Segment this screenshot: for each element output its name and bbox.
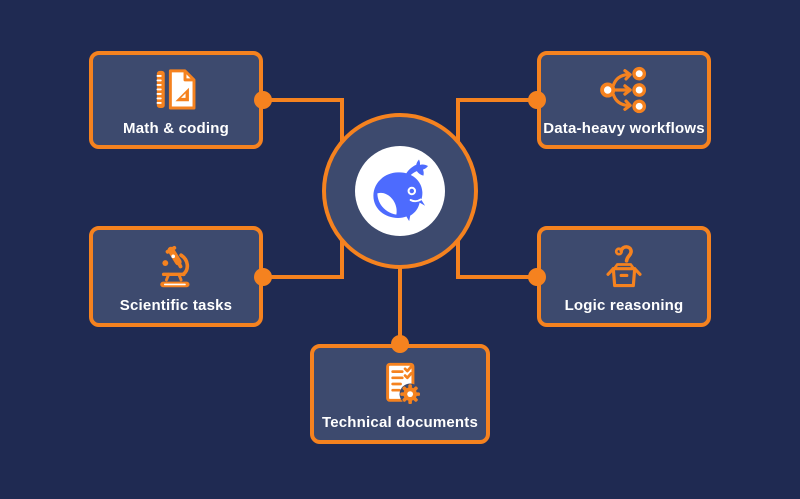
node-label: Scientific tasks: [119, 296, 233, 314]
mystery-box-question-icon: [597, 240, 651, 294]
connector-top-left: [263, 98, 344, 160]
ruler-and-document-icon: [149, 63, 203, 117]
node-label: Technical documents: [321, 414, 479, 431]
connector-middle-left: [263, 225, 344, 279]
node-scientific-tasks: Scientific tasks: [89, 226, 263, 327]
node-logic-reasoning: Logic reasoning: [537, 226, 711, 327]
microscope-icon: [149, 240, 203, 294]
node-math-coding: Math & coding: [89, 51, 263, 149]
node-technical-documents: Technical documents: [310, 344, 490, 444]
node-label: Data-heavy workflows: [543, 120, 705, 137]
node-label: Logic reasoning: [564, 296, 684, 314]
node-data-heavy-workflows: Data-heavy workflows: [537, 51, 711, 149]
fan-out-nodes-icon: [597, 63, 651, 117]
connector-top-right: [456, 98, 537, 160]
connector-middle-right: [456, 225, 537, 279]
node-label: Math & coding: [123, 120, 229, 137]
checklist-with-gear-icon: [373, 357, 427, 411]
deepseek-whale-icon: [373, 159, 428, 222]
gear-icon: [399, 383, 421, 405]
